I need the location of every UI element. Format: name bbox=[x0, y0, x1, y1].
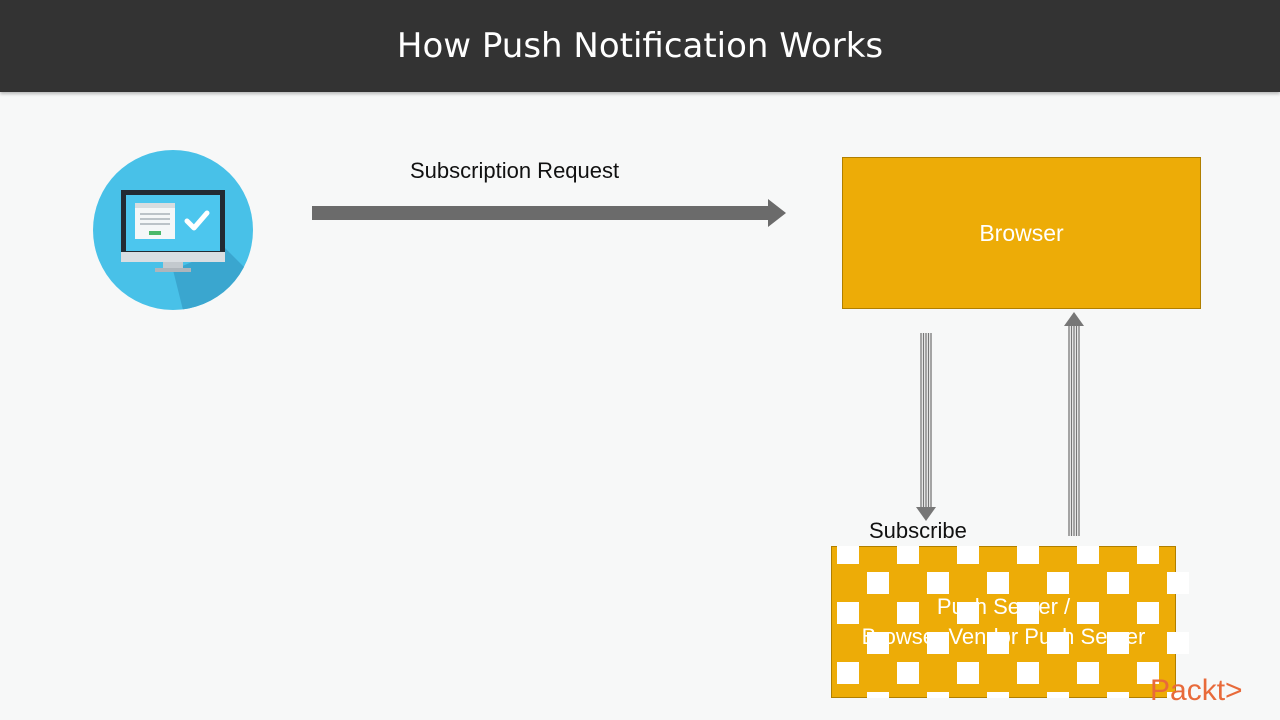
subscription-request-label: Subscription Request bbox=[410, 158, 620, 183]
subscribe-down-arrow bbox=[916, 333, 936, 521]
subscribe-label: Subscribe bbox=[869, 518, 967, 543]
push-server-label-line1: Push Server / bbox=[936, 594, 1071, 619]
push-server-box: Push Server / Browser Vendor Push Server bbox=[831, 546, 1176, 698]
response-up-arrow bbox=[1064, 312, 1084, 536]
push-server-label-line2: Browser Vendor Push Server bbox=[861, 624, 1146, 649]
monitor-check-icon bbox=[93, 150, 253, 310]
browser-label: Browser bbox=[979, 219, 1064, 246]
page-title: How Push Notification Works bbox=[396, 26, 884, 66]
title-bar bbox=[0, 0, 1280, 92]
packt-logo-text: Packt> bbox=[1150, 674, 1243, 707]
packt-logo: Packt> bbox=[1150, 674, 1243, 707]
subscription-request-arrow bbox=[312, 199, 786, 227]
browser-box: Browser bbox=[842, 157, 1201, 309]
